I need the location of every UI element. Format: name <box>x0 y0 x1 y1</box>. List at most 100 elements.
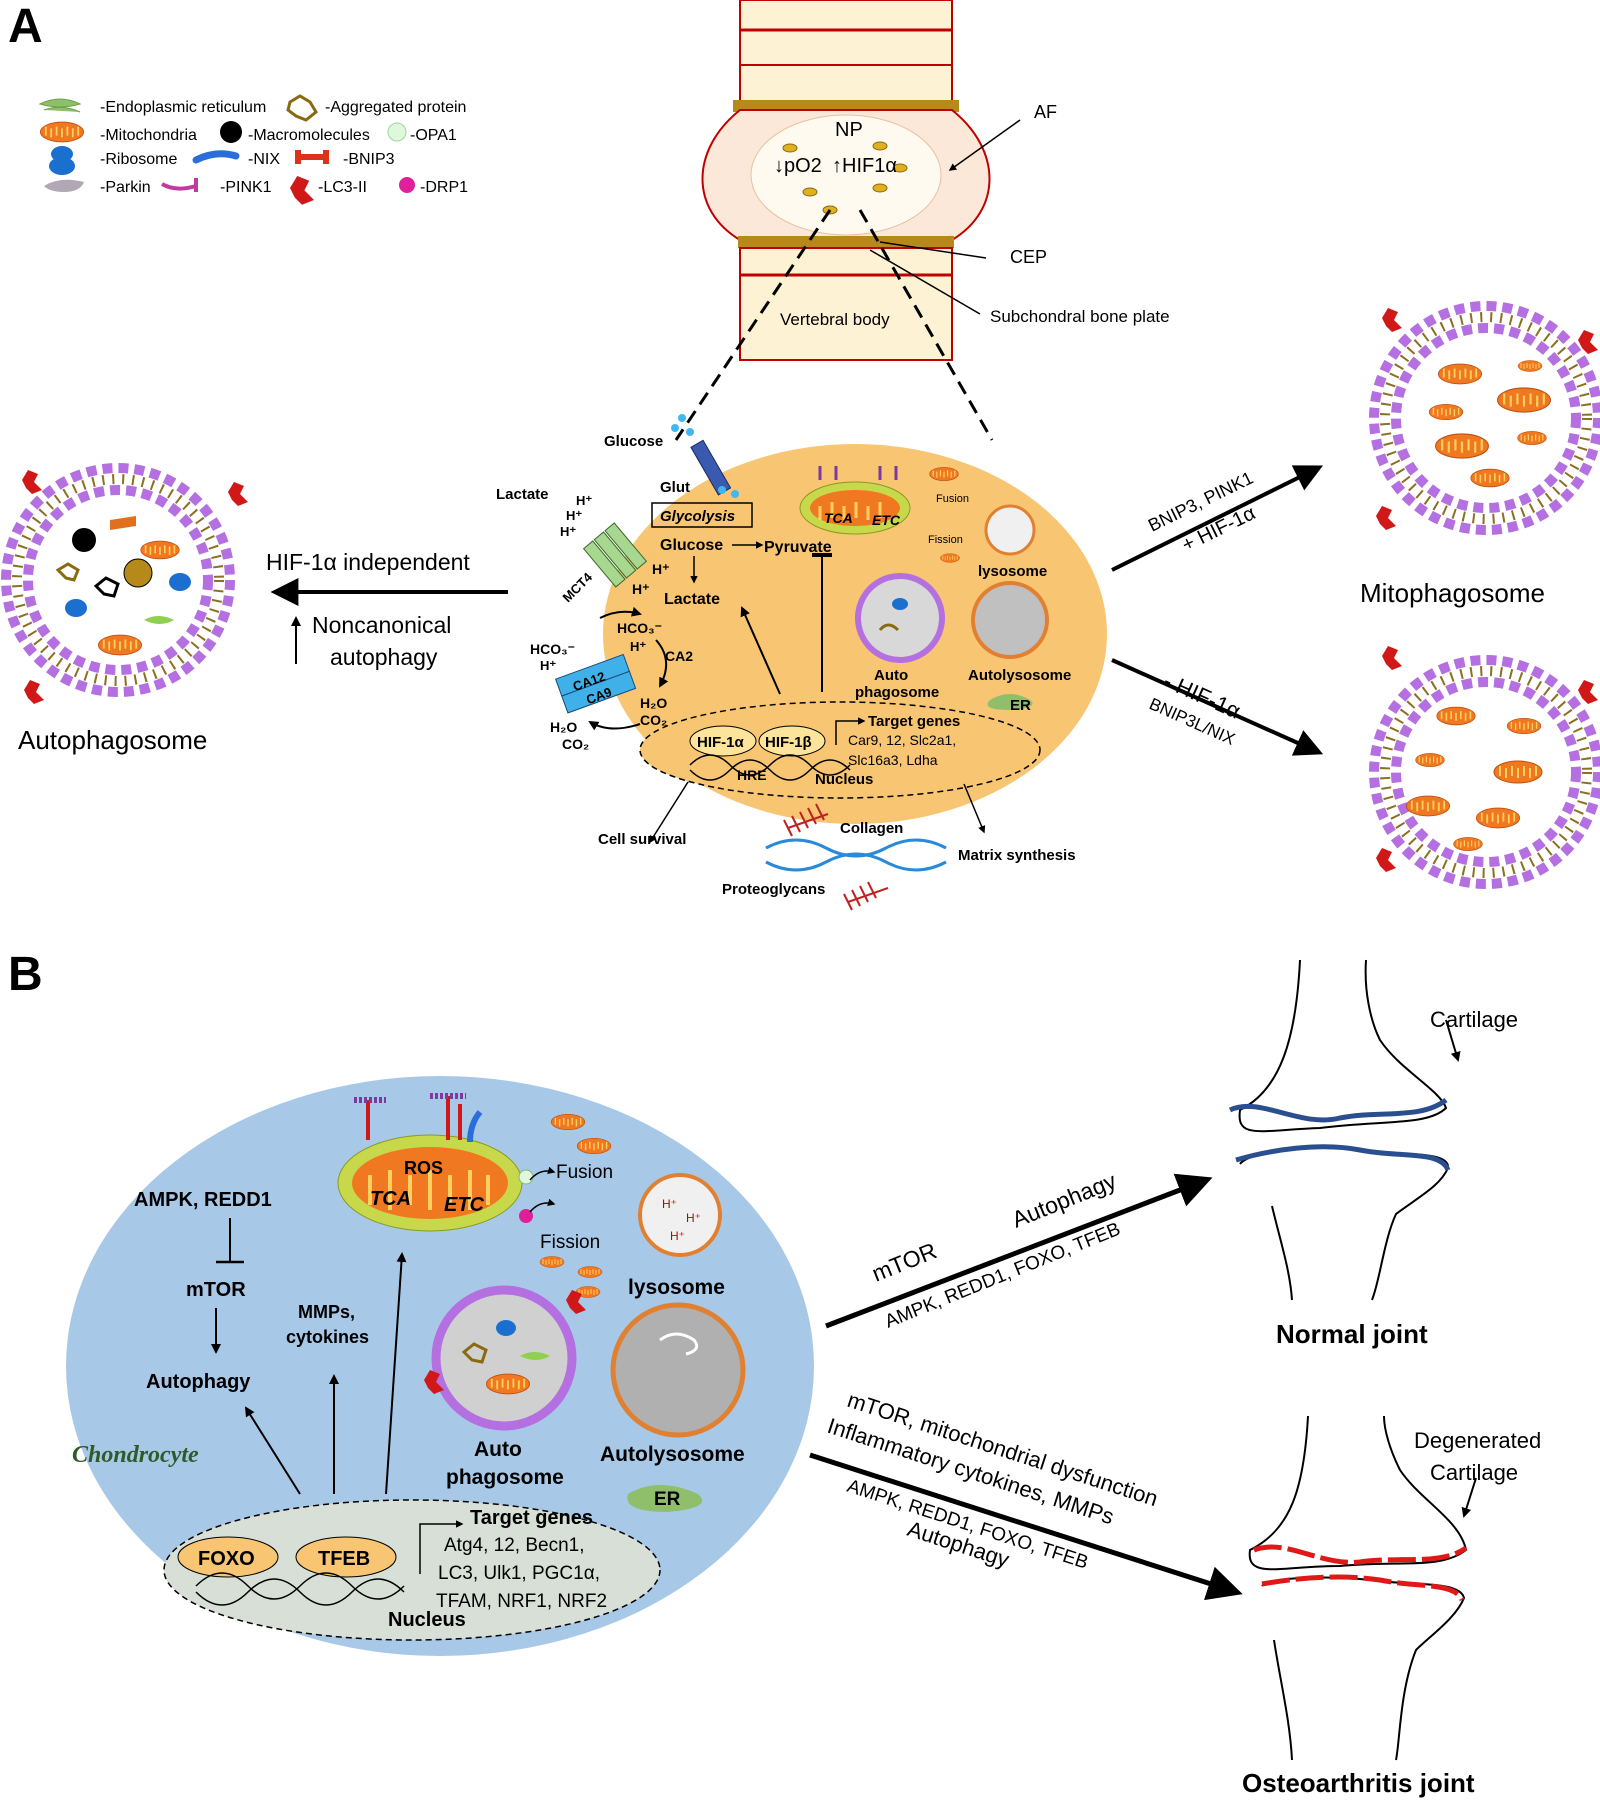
drp1-icon <box>399 177 415 193</box>
carbonic-anhydrase <box>554 653 637 714</box>
hif-label: ↑HIF1α <box>832 155 897 177</box>
legend-aggregated: -Aggregated protein <box>325 99 466 116</box>
legend-pink1: -PINK1 <box>220 179 272 196</box>
tca-b-label: TCA <box>370 1188 411 1210</box>
mitochondrion-a <box>799 466 911 535</box>
pyruvate-label: Pyruvate <box>764 539 832 556</box>
panel-b-label: B <box>8 948 43 1001</box>
aggregated-protein-icon <box>286 94 318 122</box>
h-plus-5: H⁺ <box>632 581 650 597</box>
legend-macro: -Macromolecules <box>248 127 370 144</box>
foxo-label: FOXO <box>198 1548 255 1570</box>
hif1b-label: HIF-1β <box>765 734 812 751</box>
oa-arrow <box>809 1452 1243 1601</box>
degenerated-label-2: Cartilage <box>1430 1460 1518 1485</box>
nucleus-b-label: Nucleus <box>388 1609 466 1631</box>
h-plus-2: H⁺ <box>566 508 582 523</box>
ros-label: ROS <box>404 1158 443 1178</box>
er-a-label: ER <box>1010 697 1031 714</box>
ampk-label: AMPK, REDD1 <box>134 1189 272 1211</box>
noncanonical-label-2: autophagy <box>330 644 438 670</box>
h-plus-1: H⁺ <box>576 493 592 508</box>
autophagy-b-label: Autophagy <box>146 1371 251 1393</box>
auto-b-label-1: Auto <box>474 1438 522 1461</box>
parkin-icon <box>44 179 84 192</box>
lysosome-a <box>984 504 1036 556</box>
autolysosome-a-label: Autolysosome <box>968 667 1071 684</box>
hco3-label: HCO₃⁻ <box>617 620 662 636</box>
legend-opa1: -OPA1 <box>410 127 457 144</box>
hco3-out-label: HCO₃⁻ <box>530 641 575 657</box>
ribosome-icon <box>49 146 75 175</box>
glycolysis-label: Glycolysis <box>660 508 735 525</box>
normal-cartilage <box>1228 1097 1451 1172</box>
fusion-b-label: Fusion <box>556 1162 613 1183</box>
glut-label: Glut <box>660 479 690 496</box>
zoom-line-left <box>674 209 832 441</box>
lysosome-b-h1: H⁺ <box>662 1197 677 1211</box>
af-label: AF <box>1034 102 1057 122</box>
autophagosome-left-label: Autophagosome <box>18 725 207 755</box>
fission-mitochondria-a <box>940 553 960 563</box>
legend-lc3: -LC3-II <box>318 179 367 196</box>
nix-icon <box>192 150 240 164</box>
lysosome-a-label: lysosome <box>978 563 1047 580</box>
legend-parkin: -Parkin <box>100 179 151 196</box>
lower-endplate <box>738 236 954 248</box>
etc-a-label: ETC <box>872 512 901 528</box>
nucleus-pulposus <box>750 114 942 236</box>
normal-joint-title: Normal joint <box>1276 1319 1428 1349</box>
mtor-b-label: mTOR <box>186 1279 246 1301</box>
proteoglycan-icon <box>765 838 947 872</box>
lysosome-b-h3: H⁺ <box>670 1229 685 1243</box>
mitochondrion-b <box>337 1093 534 1232</box>
mitophagy-arrow-2 <box>1111 658 1324 756</box>
auto-a-label-1: Auto <box>874 667 908 684</box>
er-b-icon <box>627 1485 703 1512</box>
panel-a-label: A <box>8 0 43 53</box>
mct4-label: MCT4 <box>560 569 596 605</box>
vertebral-body-label: Vertebral body <box>780 310 890 329</box>
target-a-title: Target genes <box>868 713 960 730</box>
target-b-line2: LC3, Ulk1, PGC1α, <box>438 1563 600 1584</box>
noncanonical-label-1: Noncanonical <box>312 612 451 638</box>
mitophagosome-label: Mitophagosome <box>1360 578 1545 608</box>
co2-out-label: CO₂ <box>562 736 589 752</box>
degenerated-label-1: Degenerated <box>1414 1428 1541 1453</box>
er-a-icon <box>987 694 1033 710</box>
mmps-label-2: cytokines <box>286 1327 369 1347</box>
bnip3-icon <box>295 150 329 164</box>
legend-nix: -NIX <box>248 151 280 168</box>
legend-ribosome: -Ribosome <box>100 151 177 168</box>
nucleus-a <box>639 701 1041 799</box>
h2o-label: H₂O <box>640 695 667 711</box>
mtor-down-label: mTOR <box>868 1237 940 1286</box>
upper-vertebra <box>739 0 953 109</box>
mitophagosome-lower <box>1369 646 1600 889</box>
legend-mito: -Mitochondria <box>100 127 197 144</box>
hif-independent-label: HIF-1α independent <box>266 549 470 575</box>
h-plus-6: H⁺ <box>630 639 646 654</box>
h2o-out-label: H₂O <box>550 719 577 735</box>
oa-joint-title: Osteoarthritis joint <box>1242 1768 1475 1798</box>
macromolecule-icon <box>220 121 242 143</box>
autolysosome-b-label: Autolysosome <box>600 1443 745 1466</box>
lysosome-b <box>638 1173 722 1257</box>
mitophagosome-upper <box>1369 301 1600 535</box>
proteoglycans-label: Proteoglycans <box>722 881 825 898</box>
autolysosome-a <box>971 581 1049 659</box>
fission-b-label: Fission <box>540 1232 600 1253</box>
cep-label: CEP <box>1010 247 1047 267</box>
er-icon <box>38 98 82 113</box>
legend-er: -Endoplasmic reticulum <box>100 99 266 116</box>
nucleus-b <box>163 1499 661 1641</box>
h-plus-7: H⁺ <box>540 658 556 673</box>
etc-b-label: ETC <box>444 1194 485 1216</box>
autophagosome-left <box>1 463 248 704</box>
mmps-label-1: MMPs, <box>298 1302 355 1322</box>
intervertebral-disc: NP ↓pO2 ↑HIF1α Vertebral body AF CEP Sub… <box>701 0 1170 361</box>
target-b-line1: Atg4, 12, Becn1, <box>444 1535 585 1556</box>
auto-a-label-2: phagosome <box>855 684 939 701</box>
mitophagy-arrow-1 <box>1111 465 1324 572</box>
